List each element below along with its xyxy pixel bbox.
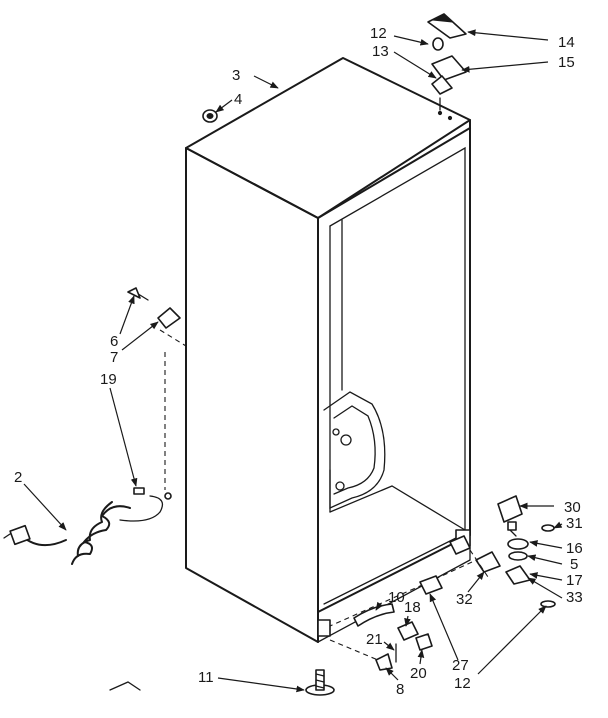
- callout-18: 18: [404, 599, 421, 616]
- callout-27: 27: [452, 657, 469, 674]
- bottom-parts: [305, 575, 443, 696]
- floor-mark: [109, 681, 141, 691]
- callout-12: 12: [370, 25, 387, 42]
- callout-6: 6: [110, 333, 118, 350]
- callout-8: 8: [396, 681, 404, 698]
- plug-button-4: [202, 109, 218, 123]
- callout-15: 15: [558, 54, 575, 71]
- callout-5: 5: [570, 556, 578, 573]
- callout-14: 14: [558, 34, 575, 51]
- callout-19: 19: [100, 371, 117, 388]
- cabinet: [185, 57, 471, 643]
- callout-32: 32: [456, 591, 473, 608]
- callout-10: 10: [388, 589, 405, 606]
- top-hinge-15: [431, 55, 467, 81]
- power-cord-assembly: [3, 287, 187, 565]
- callout-17: 17: [566, 572, 583, 589]
- leader-lines: [23, 29, 563, 693]
- callout-33: 33: [566, 589, 583, 606]
- callout-labels: 3 4 12 13 14 15 6 7 19 2 30 31 16 5 17 3…: [14, 25, 583, 698]
- callout-3: 3: [232, 67, 240, 84]
- callout-20: 20: [410, 665, 427, 682]
- callout-2: 2: [14, 469, 22, 486]
- bottom-hinge-assembly: [329, 495, 556, 627]
- callout-21: 21: [366, 631, 383, 648]
- callout-7: 7: [110, 349, 118, 366]
- callout-11: 11: [198, 669, 214, 686]
- callout-4: 4: [234, 91, 242, 108]
- callout-31: 31: [566, 515, 583, 532]
- callout-13: 13: [372, 43, 389, 60]
- callout-16: 16: [566, 540, 583, 557]
- top-hinge-assembly: [427, 13, 467, 121]
- callout-30: 30: [564, 499, 581, 516]
- callout-12-bottom: 12: [454, 675, 471, 692]
